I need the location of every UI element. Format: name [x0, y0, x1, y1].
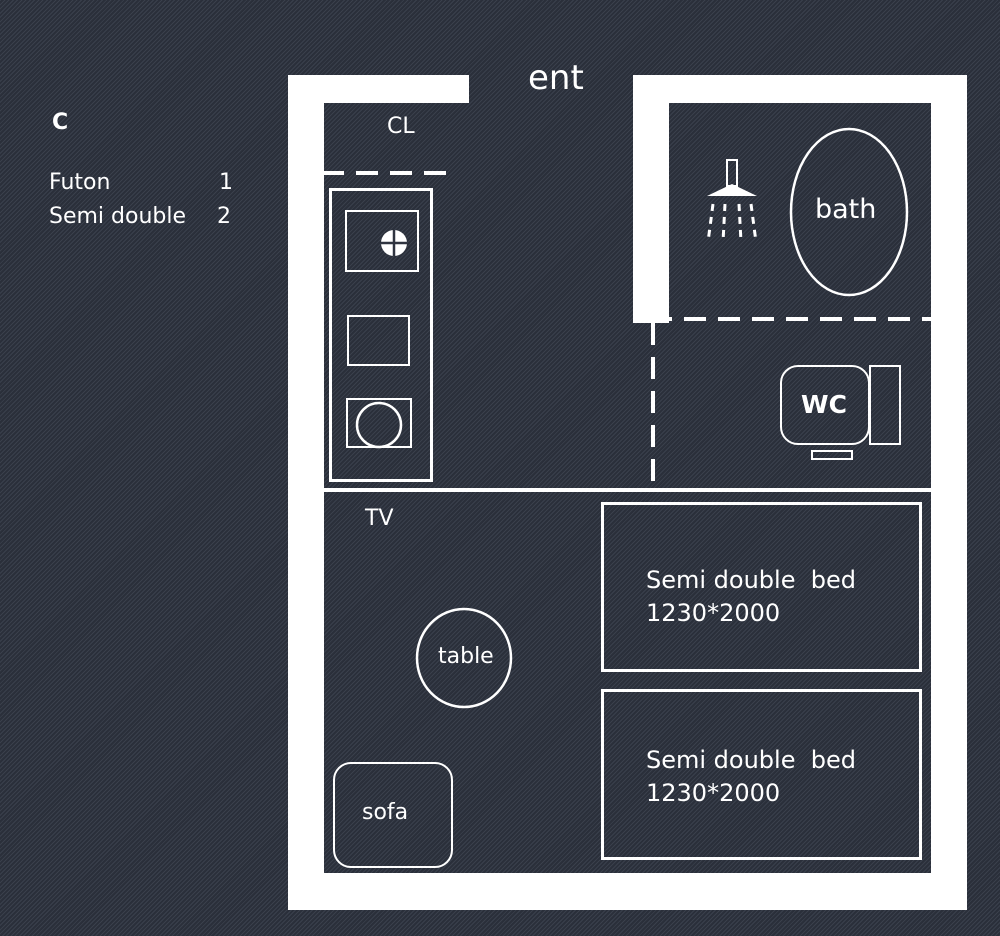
wc-label: WC [801, 390, 847, 419]
legend-item-semi-double-count: 2 [217, 204, 231, 229]
wall-top-right [633, 75, 967, 103]
closet-dashed-line [322, 171, 454, 175]
kitchen-counter [329, 188, 433, 482]
floor-plan-type-label: C [52, 110, 69, 135]
toilet-base [811, 450, 853, 460]
legend-item-futon-name: Futon [49, 170, 111, 195]
sink-bowl-icon [355, 401, 403, 449]
bed-1-outline [601, 502, 922, 672]
bed-2-size: 1230*2000 [646, 779, 781, 807]
room-divider [322, 488, 932, 492]
sofa-label: sofa [362, 800, 409, 825]
bed-1-size: 1230*2000 [646, 599, 781, 627]
wall-right [931, 75, 967, 910]
legend-item-futon-count: 1 [219, 170, 233, 195]
bed-1-name: Semi double bed [646, 566, 856, 594]
bathtub-outline [789, 127, 909, 297]
wall-bath-left [633, 75, 669, 323]
tv-label: TV [365, 506, 394, 531]
wc-dashed-line [651, 323, 655, 481]
stove-panel [345, 210, 419, 272]
wall-left [288, 75, 324, 910]
bed-2-name: Semi double bed [646, 746, 856, 774]
sofa-outline [333, 762, 453, 868]
entrance-label: ent [528, 58, 584, 98]
wall-top-left [288, 75, 469, 103]
burner-icon [381, 230, 407, 256]
legend-item-semi-double-name: Semi double [49, 204, 187, 229]
table-outline [415, 607, 513, 709]
wall-bottom [288, 873, 967, 910]
bath-dashed-line [650, 317, 932, 321]
bath-label: bath [815, 194, 877, 225]
counter-square [347, 315, 410, 366]
toilet-tank [869, 365, 901, 445]
closet-label: CL [387, 114, 415, 139]
bed-2-outline [601, 689, 922, 860]
shower-icon [706, 159, 758, 243]
table-label: table [438, 644, 494, 669]
